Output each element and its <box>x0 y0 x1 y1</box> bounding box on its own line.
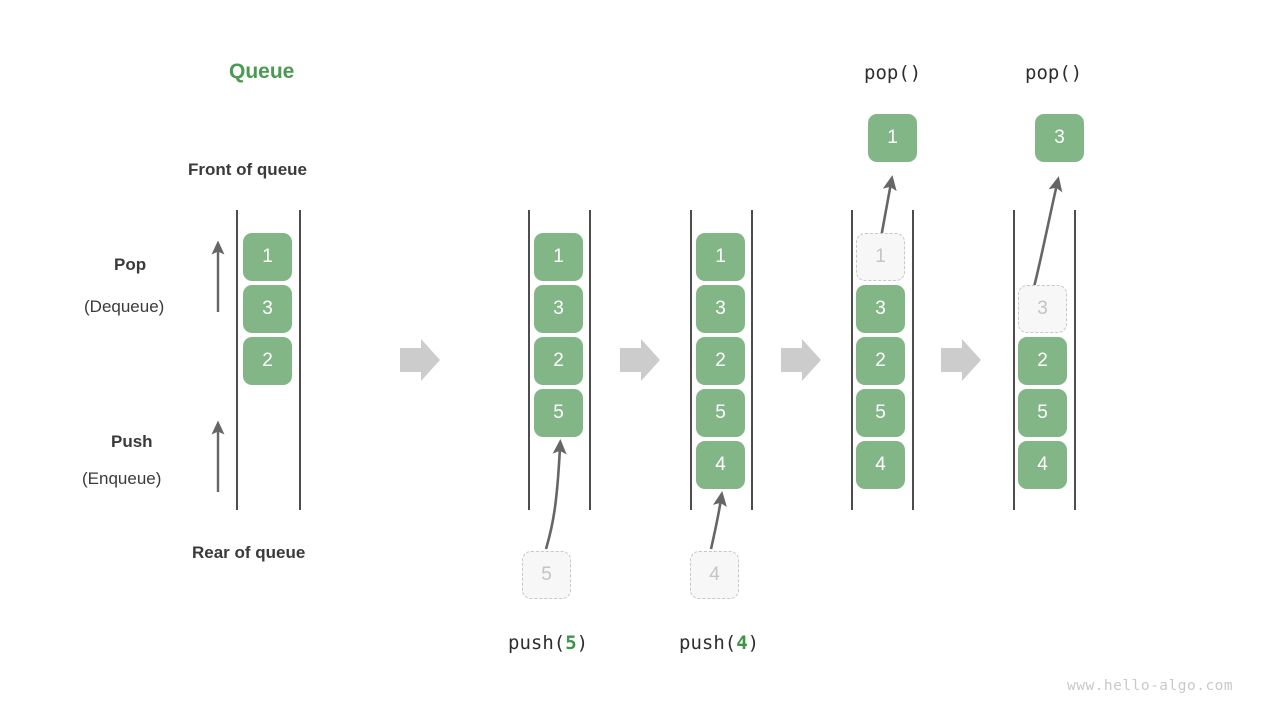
queue-rail-right <box>912 210 914 510</box>
queue-cell: 5 <box>696 389 745 437</box>
page-title: Queue <box>229 60 295 83</box>
caption-suffix: ) <box>747 632 760 654</box>
queue-cell: 3 <box>534 285 583 333</box>
popped-element: 1 <box>868 114 917 162</box>
queue-cell: 3 <box>696 285 745 333</box>
push-alt-label: (Enqueue) <box>82 469 162 488</box>
pop-alt-label: (Dequeue) <box>84 297 165 316</box>
queue-cell: 2 <box>534 337 583 385</box>
queue-cell-new: 4 <box>696 441 745 489</box>
queue-cell: 4 <box>856 441 905 489</box>
caption-value: 4 <box>736 632 748 654</box>
watermark: www.hello-algo.com <box>1067 678 1234 694</box>
push-5-caption: push(5) <box>508 632 588 654</box>
rear-of-queue-label: Rear of queue <box>192 543 306 562</box>
pop-3-op-label: pop() <box>1025 62 1083 84</box>
queue-rail-left <box>1013 210 1015 510</box>
pop-label: Pop <box>114 255 147 274</box>
queue-cell: 5 <box>1018 389 1067 437</box>
queue-cell: 4 <box>1018 441 1067 489</box>
queue-cell: 1 <box>696 233 745 281</box>
incoming-element-ghost: 5 <box>522 551 571 599</box>
popped-element: 3 <box>1035 114 1084 162</box>
pop-1-op-label: pop() <box>864 62 922 84</box>
queue-cell: 3 <box>243 285 292 333</box>
queue-cell: 2 <box>243 337 292 385</box>
queue-cell-new: 5 <box>534 389 583 437</box>
caption-suffix: ) <box>576 632 589 654</box>
queue-rail-right <box>751 210 753 510</box>
front-of-queue-label: Front of queue <box>188 160 307 179</box>
caption-prefix: push( <box>508 632 566 654</box>
caption-prefix: push( <box>679 632 737 654</box>
queue-rail-right <box>299 210 301 510</box>
incoming-element-ghost: 4 <box>690 551 739 599</box>
queue-cell: 3 <box>856 285 905 333</box>
caption-value: 5 <box>565 632 577 654</box>
queue-cell: 2 <box>1018 337 1067 385</box>
queue-cell-removed: 3 <box>1018 285 1067 333</box>
queue-rail-left <box>528 210 530 510</box>
queue-cell: 1 <box>243 233 292 281</box>
queue-rail-left <box>851 210 853 510</box>
queue-cell: 1 <box>534 233 583 281</box>
push-label: Push <box>111 432 153 451</box>
queue-rail-right <box>589 210 591 510</box>
queue-rail-left <box>690 210 692 510</box>
queue-cell-removed: 1 <box>856 233 905 281</box>
queue-rail-right <box>1074 210 1076 510</box>
queue-cell: 5 <box>856 389 905 437</box>
push-4-caption: push(4) <box>679 632 759 654</box>
queue-cell: 2 <box>856 337 905 385</box>
queue-cell: 2 <box>696 337 745 385</box>
queue-rail-left <box>236 210 238 510</box>
